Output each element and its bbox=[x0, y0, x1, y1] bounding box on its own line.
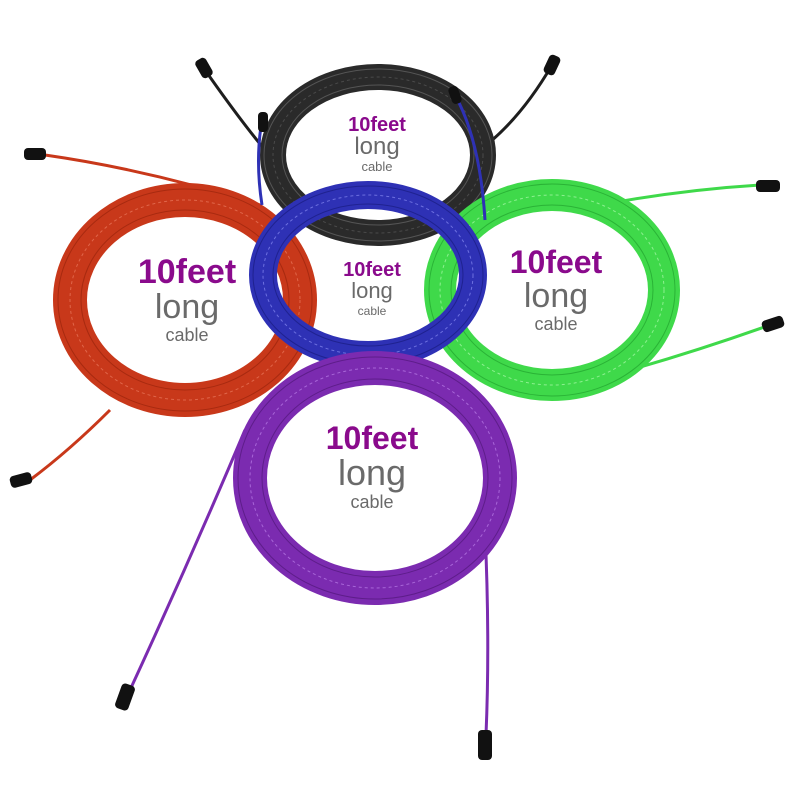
length-text: 10feet bbox=[509, 244, 603, 280]
red-cable-coil bbox=[9, 148, 317, 488]
length-text: 10feet bbox=[325, 420, 419, 456]
purple-cable-coil bbox=[115, 351, 517, 760]
green-coil-label: 10feet long cable bbox=[510, 246, 603, 334]
red-coil-label: 10feet long cable bbox=[138, 255, 236, 345]
cable-text: cable bbox=[350, 492, 394, 513]
long-text: long bbox=[354, 133, 400, 161]
length-text: 10feet bbox=[343, 259, 401, 281]
cable-text: cable bbox=[534, 314, 578, 335]
cable-text: cable bbox=[357, 303, 387, 318]
black-coil-label: 10feet long cable bbox=[348, 114, 406, 174]
black-cable-coil bbox=[195, 54, 561, 246]
long-text: long bbox=[523, 276, 589, 315]
long-text: long bbox=[351, 278, 393, 304]
green-cable-coil bbox=[424, 179, 785, 401]
length-text: 10feet bbox=[348, 114, 406, 136]
cable-text: cable bbox=[361, 158, 393, 174]
purple-coil-label: 10feet long cable bbox=[326, 422, 419, 512]
cable-text: cable bbox=[165, 325, 209, 346]
long-text: long bbox=[154, 287, 220, 326]
blue-coil-label: 10feet long cable bbox=[343, 260, 401, 317]
length-text: 10feet bbox=[137, 253, 237, 291]
long-text: long bbox=[337, 451, 407, 493]
